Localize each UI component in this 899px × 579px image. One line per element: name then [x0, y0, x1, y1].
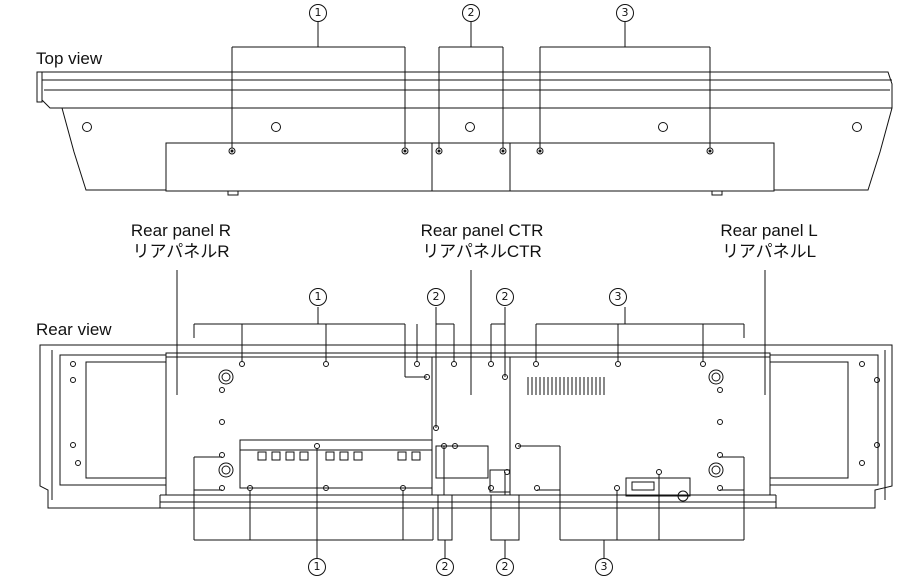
- callout-2-top: 2: [462, 4, 480, 22]
- rear-callout-lines-top: [176, 270, 766, 428]
- rear-jacks: [218, 369, 724, 478]
- top-callout-lines: [231, 22, 711, 148]
- callout-2-rear-bottom-a: 2: [436, 558, 454, 576]
- callout-1-top: 1: [309, 4, 327, 22]
- panel-r-label-en: Rear panel R: [130, 221, 232, 240]
- connector-board-ctr: [435, 445, 511, 493]
- callout-1-rear-bottom: 1: [308, 558, 326, 576]
- panel-l-label-ja: リアパネルL: [721, 242, 817, 261]
- top-view-label: Top view: [36, 49, 103, 68]
- connector-board-l: [625, 477, 691, 502]
- vent-slots: [527, 377, 605, 395]
- rear-callout-lines-bottom: [193, 445, 745, 560]
- top-view-drawing: [36, 22, 893, 196]
- panel-l-label-en: Rear panel L: [720, 221, 818, 240]
- callout-3-rear-top: 3: [609, 288, 627, 306]
- rear-view-drawing: [39, 270, 893, 560]
- callout-2-rear-bottom-b: 2: [496, 558, 514, 576]
- callout-3-top: 3: [616, 4, 634, 22]
- callout-3-rear-bottom: 3: [595, 558, 613, 576]
- panel-ctr-label-en: Rear panel CTR: [420, 221, 544, 240]
- callout-2-rear-top-b: 2: [496, 288, 514, 306]
- rear-screws: [70, 361, 880, 491]
- callout-2-rear-top-a: 2: [427, 288, 445, 306]
- panel-l-label: Rear panel L リアパネルL: [706, 220, 832, 262]
- panel-ctr-label-ja: リアパネルCTR: [422, 242, 542, 261]
- panel-ctr-label: Rear panel CTR リアパネルCTR: [404, 220, 560, 262]
- panel-r-label-ja: リアパネルR: [132, 242, 230, 261]
- connector-board: [239, 439, 433, 489]
- panel-r-label: Rear panel R リアパネルR: [118, 220, 244, 262]
- rear-view-label: Rear view: [36, 320, 112, 339]
- callout-1-rear-top: 1: [309, 288, 327, 306]
